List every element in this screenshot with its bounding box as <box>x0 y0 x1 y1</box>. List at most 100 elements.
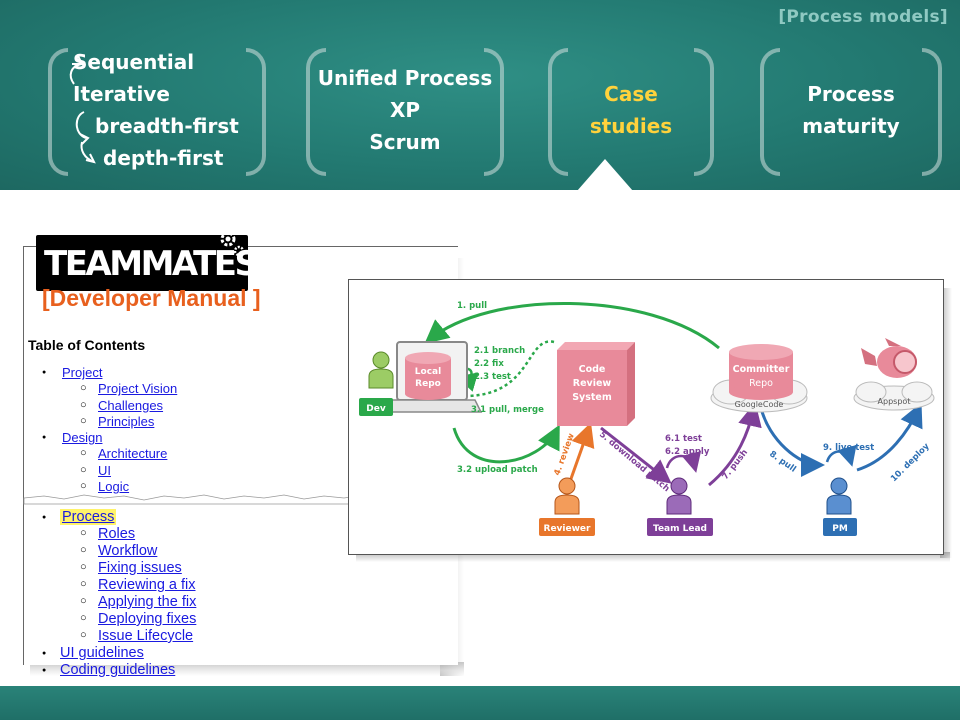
pm-label: PM <box>832 524 848 534</box>
toc-link[interactable]: Applying the fix <box>98 594 197 610</box>
toc-item: Deploying fixes <box>24 610 454 628</box>
right-bracket <box>922 48 942 176</box>
section-label: [Process models] <box>778 7 948 27</box>
step-label-live-test: 9. live test <box>823 443 874 453</box>
tab-line-iterative: Iterative <box>73 82 170 106</box>
tab-line-breadth-first: breadth-first <box>95 114 239 138</box>
googlecode-label: GoogleCode <box>735 400 784 409</box>
active-tab-pointer <box>577 159 633 191</box>
code-review-label-2: Review <box>573 378 612 389</box>
toc-link[interactable]: Project <box>62 365 103 380</box>
tab-line-process: Process <box>807 82 895 106</box>
toc-item: Architecture <box>24 445 454 462</box>
toc-heading: Table of Contents <box>28 337 146 353</box>
toc-item: Challenges <box>24 397 454 414</box>
committer-repo-label-1: Committer <box>733 364 790 375</box>
toc-link[interactable]: Deploying fixes <box>98 611 197 627</box>
committer-repo-label-2: Repo <box>749 378 773 389</box>
toc-link[interactable]: Project Vision <box>98 381 178 397</box>
toc-link[interactable]: Architecture <box>98 446 168 462</box>
tab-line-depth-first: depth-first <box>103 146 224 170</box>
toc-list: ProcessRolesWorkflowFixing issuesReviewi… <box>24 509 454 679</box>
pm-badge <box>823 518 857 536</box>
step-label-pull: 1. pull <box>457 301 487 311</box>
step-label-pull-merge: 3.1 pull, merge <box>471 405 544 415</box>
arrow-deploy <box>856 402 923 472</box>
code-review-label-3: System <box>572 392 612 403</box>
tab-case-studies[interactable]: Case studies <box>548 48 714 176</box>
toc-link[interactable]: Issue Lifecycle <box>98 628 194 644</box>
toc-item: UI guidelines <box>24 645 454 662</box>
left-bracket <box>760 48 780 176</box>
toc-link[interactable]: Roles <box>98 526 136 542</box>
tab-line-scrum: Scrum <box>369 130 441 154</box>
tab-line-maturity: maturity <box>802 114 900 138</box>
tab-line-case: Case <box>604 82 658 106</box>
toc-link[interactable]: Reviewing a fix <box>98 577 196 593</box>
toc-link[interactable]: Logic <box>98 479 130 495</box>
arrow-live-test <box>825 444 857 467</box>
appspot-label: Appspot <box>878 397 911 406</box>
toc-item: Issue Lifecycle <box>24 627 454 645</box>
toc-item: Applying the fix <box>24 593 454 611</box>
workflow-diagram-canvas: Local Repo Dev Code Review System Co <box>359 301 935 536</box>
step-label-upload-patch: 3.2 upload patch <box>457 465 538 475</box>
toc-item: Workflow <box>24 542 454 560</box>
reviewer-label: Reviewer <box>544 524 592 534</box>
jet-engine-icon <box>861 338 917 378</box>
toc-item: Roles <box>24 525 454 543</box>
toc-link[interactable]: Process <box>60 509 117 525</box>
tab-unified-process[interactable]: Unified Process XP Scrum <box>306 48 504 176</box>
manual-title: [Developer Manual ] <box>42 285 261 311</box>
footer-band <box>0 686 960 720</box>
step-label-test: 2.3 test <box>474 372 511 382</box>
pm-person-icon <box>826 477 852 515</box>
right-bracket <box>694 48 714 176</box>
toc-item: UI <box>24 462 454 479</box>
arrow-pull-pm <box>759 407 825 477</box>
left-bracket <box>548 48 568 176</box>
toc-link[interactable]: Coding guidelines <box>60 662 176 678</box>
tab-sequential-iterative[interactable]: Sequential Iterative breadth-first depth… <box>48 48 266 176</box>
tab-process-maturity[interactable]: Process maturity <box>760 48 942 176</box>
reviewer-person-icon <box>554 477 580 515</box>
toc-item: Process <box>24 509 454 526</box>
tab-line-studies: studies <box>589 114 673 138</box>
header-band <box>0 0 960 190</box>
arrow-download-patch <box>600 426 672 484</box>
step-label-apply: 6.2 apply <box>665 447 710 457</box>
local-repo-cylinder <box>405 352 451 400</box>
diagram-shadow <box>356 552 950 562</box>
step-label-deploy: 10. deploy <box>889 441 932 484</box>
curved-arrow-icon <box>69 55 96 164</box>
step-label-download-patch: 5. download patch <box>597 430 671 495</box>
team-lead-person-icon <box>666 477 692 515</box>
local-repo-label-2: Repo <box>415 379 441 389</box>
workflow-diagram: Local Repo Dev Code Review System Co <box>348 279 944 555</box>
toc-link[interactable]: Fixing issues <box>98 560 182 576</box>
toc-item: Fixing issues <box>24 559 454 577</box>
tab-line-unified-process: Unified Process <box>317 66 493 90</box>
gear-icon <box>220 231 245 257</box>
step-label-fix: 2.2 fix <box>474 359 504 369</box>
committer-repo-cylinder <box>729 344 793 400</box>
toc-item: Project Vision <box>24 380 454 397</box>
team-lead-label: Team Lead <box>653 524 707 534</box>
toc-link[interactable]: Challenges <box>98 397 164 413</box>
teammates-logo: TEAMMATES <box>36 231 259 291</box>
tab-line-xp: XP <box>389 98 421 122</box>
appspot-cloud <box>853 381 935 411</box>
reviewer-badge <box>539 518 595 536</box>
toc-link[interactable]: UI <box>98 462 111 478</box>
dev-badge <box>359 398 393 416</box>
arrow-push <box>708 402 762 487</box>
arrow-test-apply <box>665 451 702 473</box>
dev-person-icon <box>368 351 394 389</box>
toc-link[interactable]: Principles <box>98 413 155 429</box>
toc-link[interactable]: Design <box>62 430 103 446</box>
toc-item: Coding guidelines <box>24 662 454 679</box>
toc-link[interactable]: Workflow <box>98 543 158 559</box>
toc-link[interactable]: UI guidelines <box>60 645 144 661</box>
toc-item: Principles <box>24 413 454 430</box>
dev-label: Dev <box>366 404 386 414</box>
